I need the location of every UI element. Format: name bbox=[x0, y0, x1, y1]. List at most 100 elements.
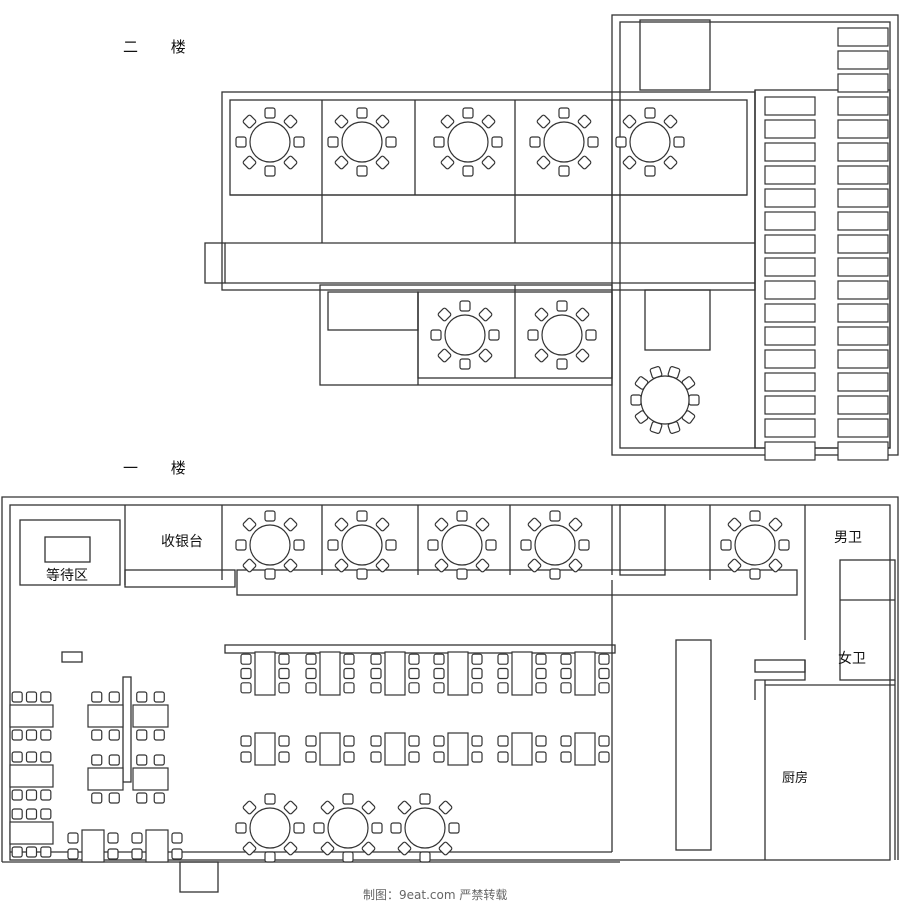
locker bbox=[764, 372, 816, 392]
table-top bbox=[9, 821, 54, 845]
chair bbox=[536, 155, 551, 170]
chair bbox=[535, 653, 547, 665]
chair bbox=[278, 735, 290, 747]
table-top bbox=[574, 651, 596, 696]
chair bbox=[440, 155, 455, 170]
chair bbox=[434, 558, 449, 573]
chair bbox=[497, 682, 509, 694]
chair bbox=[343, 735, 355, 747]
chair bbox=[356, 568, 368, 580]
chair bbox=[334, 114, 349, 129]
chair bbox=[242, 558, 257, 573]
chair bbox=[471, 682, 483, 694]
chair bbox=[240, 751, 252, 763]
chair bbox=[370, 751, 382, 763]
chair bbox=[577, 114, 592, 129]
chair bbox=[529, 136, 541, 148]
chair bbox=[264, 510, 276, 522]
chair bbox=[343, 667, 355, 680]
table-top bbox=[145, 829, 169, 863]
table-top bbox=[327, 807, 369, 849]
chair bbox=[430, 329, 442, 341]
kitchen-label: 厨房 bbox=[782, 771, 809, 786]
locker bbox=[764, 280, 816, 300]
second-floor-title: 二 楼 bbox=[123, 38, 200, 56]
locker bbox=[764, 119, 816, 139]
chair bbox=[568, 558, 583, 573]
chair bbox=[462, 165, 474, 177]
chair bbox=[577, 155, 592, 170]
table-top bbox=[384, 651, 406, 696]
walls-first-floor bbox=[1, 496, 899, 893]
locker bbox=[837, 27, 889, 47]
chair bbox=[471, 751, 483, 763]
chair bbox=[778, 539, 790, 551]
chair bbox=[293, 822, 305, 834]
mens-restroom-label: 男卫 bbox=[834, 530, 862, 546]
womens-restroom-label: 女卫 bbox=[838, 651, 866, 667]
table-top bbox=[447, 651, 469, 696]
chair bbox=[240, 735, 252, 747]
locker bbox=[837, 303, 889, 323]
chair bbox=[438, 841, 453, 856]
chair bbox=[558, 165, 570, 177]
chair bbox=[334, 558, 349, 573]
chair bbox=[356, 510, 368, 522]
chair bbox=[343, 653, 355, 665]
chair bbox=[11, 691, 23, 703]
round-table bbox=[427, 510, 497, 580]
chair bbox=[437, 307, 452, 322]
chair bbox=[408, 735, 420, 747]
table-top bbox=[444, 314, 486, 356]
chair bbox=[131, 832, 143, 844]
chair bbox=[25, 789, 38, 801]
waiting-area-label: 等待区 bbox=[46, 568, 88, 584]
chair bbox=[108, 754, 120, 766]
chair bbox=[527, 517, 542, 532]
chair bbox=[549, 568, 561, 580]
chair bbox=[40, 846, 52, 858]
table-top bbox=[734, 524, 776, 566]
chair bbox=[136, 691, 148, 703]
round-table bbox=[529, 107, 599, 177]
chair bbox=[242, 800, 257, 815]
locker bbox=[837, 349, 889, 369]
round-table bbox=[235, 510, 305, 580]
chair bbox=[91, 729, 103, 741]
rect-table bbox=[87, 754, 124, 804]
chair bbox=[434, 517, 449, 532]
chair bbox=[727, 517, 742, 532]
chair bbox=[375, 517, 390, 532]
chair bbox=[40, 808, 52, 820]
chair bbox=[278, 751, 290, 763]
rect-table bbox=[131, 829, 183, 863]
locker bbox=[837, 257, 889, 277]
chair bbox=[293, 539, 305, 551]
chair bbox=[549, 510, 561, 522]
chair bbox=[408, 667, 420, 680]
chair bbox=[264, 793, 276, 805]
chair bbox=[283, 114, 298, 129]
chair bbox=[264, 851, 276, 863]
chair bbox=[370, 735, 382, 747]
chair bbox=[481, 155, 496, 170]
locker bbox=[837, 119, 889, 139]
chair bbox=[240, 667, 252, 680]
rect-table bbox=[240, 732, 290, 766]
rect-table bbox=[132, 691, 169, 741]
locker bbox=[837, 165, 889, 185]
chair bbox=[534, 307, 549, 322]
chair bbox=[278, 653, 290, 665]
chair bbox=[673, 136, 685, 148]
locker bbox=[837, 96, 889, 116]
cashier-label: 收银台 bbox=[161, 534, 203, 550]
locker bbox=[764, 349, 816, 369]
locker bbox=[764, 142, 816, 162]
table-top bbox=[341, 524, 383, 566]
chair bbox=[433, 751, 445, 763]
round-table bbox=[313, 793, 383, 863]
chair bbox=[488, 329, 500, 341]
chair bbox=[235, 539, 247, 551]
chair bbox=[370, 682, 382, 694]
